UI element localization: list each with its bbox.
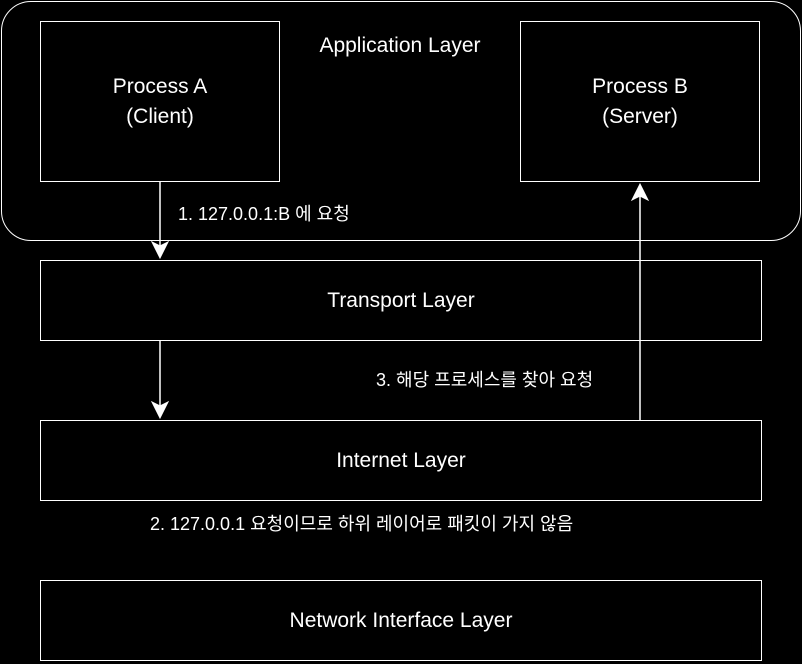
application-layer-title: Application Layer xyxy=(319,34,481,57)
network-interface-layer-box: Network Interface Layer xyxy=(40,580,762,661)
step-3-label: 3. 해당 프로세스를 찾아 요청 xyxy=(374,369,596,391)
network-interface-layer-label: Network Interface Layer xyxy=(289,608,513,632)
internet-layer-label: Internet Layer xyxy=(336,448,466,472)
process-b-box: Process B (Server) xyxy=(520,21,760,182)
process-a-box: Process A (Client) xyxy=(40,21,280,182)
transport-layer-label: Transport Layer xyxy=(327,288,475,312)
arrow-transport-to-internet xyxy=(150,341,170,420)
step-2-label: 2. 127.0.0.1 요청이므로 하위 레이어로 패킷이 가지 않음 xyxy=(150,514,574,534)
step-1-label: 1. 127.0.0.1:B 에 요청 xyxy=(176,203,352,225)
process-b-role: (Server) xyxy=(602,104,678,128)
transport-layer-box: Transport Layer xyxy=(40,260,762,341)
process-a-role: (Client) xyxy=(126,104,194,128)
process-b-name: Process B xyxy=(592,74,688,98)
internet-layer-box: Internet Layer xyxy=(40,420,762,501)
process-a-name: Process A xyxy=(112,74,208,98)
